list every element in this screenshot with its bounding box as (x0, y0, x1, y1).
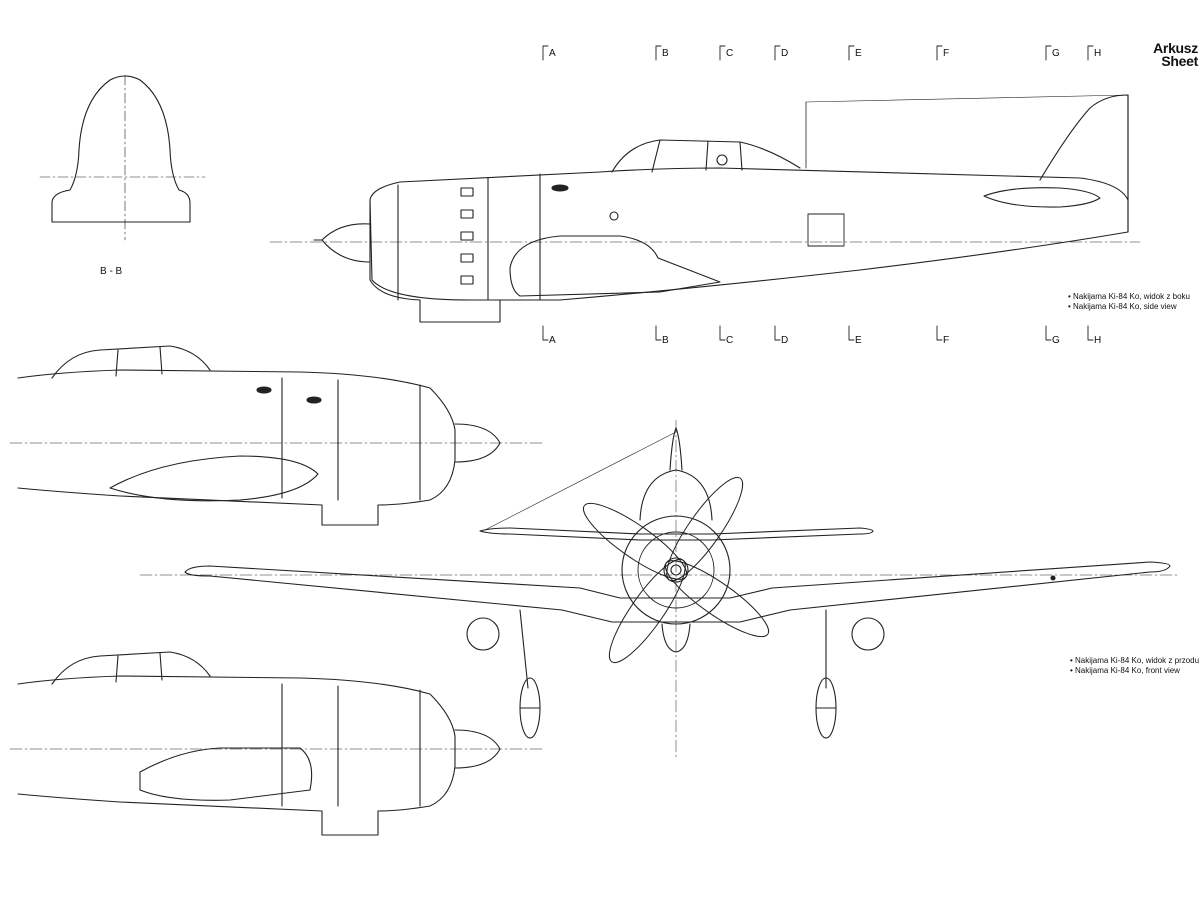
section-marker-tick (774, 45, 781, 61)
partial-side-view-upper (9, 345, 546, 526)
section-marker-label: A (549, 48, 556, 59)
front-view (139, 419, 1181, 761)
section-marker-tick (936, 325, 943, 341)
section-marker-label: D (781, 48, 788, 59)
propeller (582, 476, 770, 664)
section-marker-tick (655, 45, 662, 61)
sheet-title-en: Sheet (1161, 53, 1198, 69)
section-marker-tick (655, 325, 662, 341)
section-markers-bottom: A B C D E F G H (542, 325, 1101, 346)
landing-gear (519, 609, 837, 739)
section-marker-tick (1045, 45, 1052, 61)
caption-line: • Nakijama Ki-84 Ko, widok z przodu (1070, 656, 1200, 665)
section-marker-label: G (1052, 48, 1060, 59)
section-marker-label: E (855, 48, 862, 59)
section-marker-label: F (943, 335, 949, 346)
section-marker-tick (1045, 325, 1052, 341)
section-marker-tick (542, 325, 549, 341)
section-marker-label: C (726, 48, 733, 59)
section-marker-label: E (855, 335, 862, 346)
sheet-title: Arkusz Sheet (1120, 40, 1198, 69)
section-marker-label: G (1052, 335, 1060, 346)
caption-line: • Nakijama Ki-84 Ko, widok z boku (1068, 292, 1190, 301)
section-marker-tick (542, 45, 549, 61)
section-marker-tick (1087, 325, 1094, 341)
side-view-caption: • Nakijama Ki-84 Ko, widok z boku • Naki… (1068, 292, 1190, 312)
caption-line: • Nakijama Ki-84 Ko, front view (1070, 666, 1180, 675)
partial-side-view-lower (9, 651, 546, 836)
section-marker-tick (848, 45, 855, 61)
section-marker-tick (1087, 45, 1094, 61)
section-marker-tick (719, 45, 726, 61)
sheet-title-pl: Arkusz (1153, 40, 1198, 56)
section-marker-label: H (1094, 48, 1101, 59)
section-marker-label: H (1094, 335, 1101, 346)
caption-line: • Nakijama Ki-84 Ko, side view (1068, 302, 1177, 311)
section-marker-tick (848, 325, 855, 341)
section-marker-label: F (943, 48, 949, 59)
section-marker-label: C (726, 335, 733, 346)
side-view (269, 94, 1141, 323)
cross-section-b-b (39, 74, 206, 241)
section-marker-label: D (781, 335, 788, 346)
section-marker-label: B (662, 335, 669, 346)
exhaust-stacks (460, 187, 474, 285)
section-label: B - B (100, 266, 123, 277)
section-marker-tick (719, 325, 726, 341)
section-markers-top: A B C D E F G H (542, 45, 1101, 61)
section-marker-label: A (549, 335, 556, 346)
section-marker-label: B (662, 48, 669, 59)
section-marker-tick (774, 325, 781, 341)
front-view-caption: • Nakijama Ki-84 Ko, widok z przodu • Na… (1070, 656, 1199, 676)
section-marker-tick (936, 45, 943, 61)
